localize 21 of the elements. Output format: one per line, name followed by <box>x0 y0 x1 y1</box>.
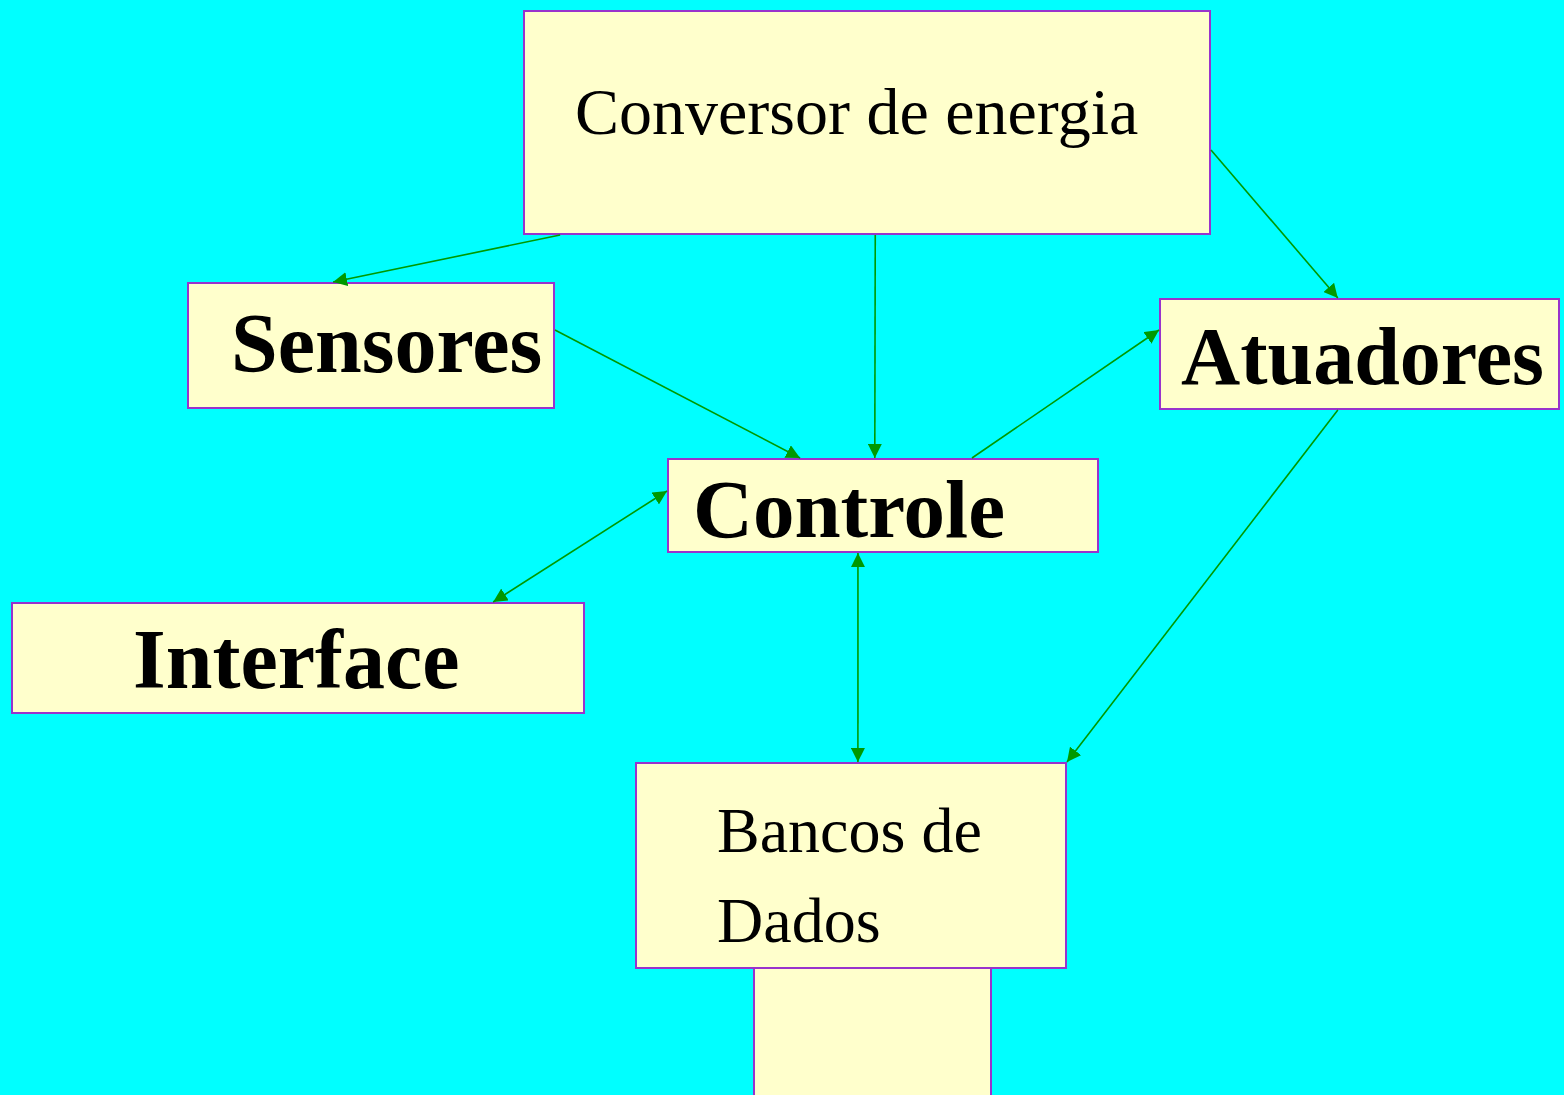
arrow <box>1066 409 1339 763</box>
node-label: Bancos de Dados <box>717 794 983 958</box>
arrow <box>850 552 865 763</box>
process-box <box>635 762 1067 969</box>
arrow <box>867 234 882 459</box>
node-label: Controle <box>693 464 1005 556</box>
box-shape <box>753 969 992 1095</box>
node-label: Conversor de energia <box>575 76 1139 149</box>
process-box <box>187 282 555 409</box>
arrow <box>554 329 801 459</box>
process-box <box>11 602 585 714</box>
arrow <box>1210 149 1339 299</box>
node-label: Interface <box>133 614 460 707</box>
arrow <box>971 329 1160 459</box>
process-box <box>523 10 1211 235</box>
node-label: Sensores <box>231 298 543 391</box>
process-box <box>667 458 1099 553</box>
arrow <box>492 490 668 603</box>
node-label: Atuadores <box>1181 312 1544 403</box>
process-box <box>1159 298 1560 410</box>
arrow <box>332 234 561 286</box>
